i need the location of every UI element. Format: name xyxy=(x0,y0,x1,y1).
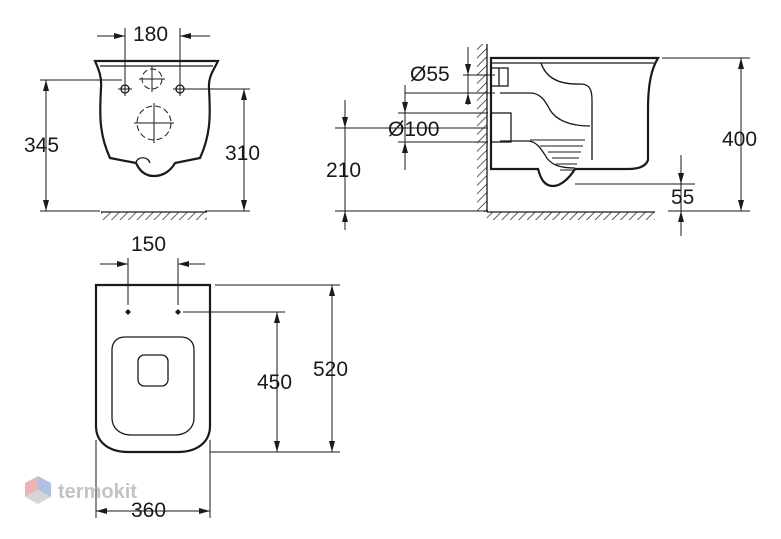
dim-210: 210 xyxy=(326,159,361,182)
dim-360: 360 xyxy=(131,499,166,522)
dim-pipe-55: Ø55 xyxy=(410,63,450,86)
dim-400: 400 xyxy=(722,128,757,151)
dim-520: 520 xyxy=(313,358,348,381)
top-seat-outline xyxy=(94,283,212,454)
front-bowl-outline xyxy=(93,59,220,178)
top-view: 150 450 520 360 xyxy=(94,233,348,522)
top-mount-hole-left xyxy=(125,309,131,315)
front-floor-hatch xyxy=(101,212,207,220)
side-floor-hatch xyxy=(487,212,655,220)
dim-pipe-100: Ø100 xyxy=(388,118,439,141)
dim-180: 180 xyxy=(133,23,168,46)
termokit-logo-icon xyxy=(25,476,51,504)
dim-345: 345 xyxy=(24,134,59,157)
side-bowl-outline xyxy=(489,56,660,188)
top-inner-bowl xyxy=(111,336,195,436)
dim-310: 310 xyxy=(225,142,260,165)
side-view: Ø55 Ø100 210 400 55 xyxy=(326,44,757,236)
dim-55: 55 xyxy=(671,186,694,209)
outlet-fitting xyxy=(490,112,512,143)
top-mount-hole-right xyxy=(175,309,181,315)
dim-450: 450 xyxy=(257,371,292,394)
watermark-text: termokit xyxy=(58,481,137,503)
front-view: 180 345 310 xyxy=(24,23,260,220)
top-drain xyxy=(137,354,169,387)
watermark: termokit xyxy=(25,476,137,504)
dim-150: 150 xyxy=(131,233,166,256)
